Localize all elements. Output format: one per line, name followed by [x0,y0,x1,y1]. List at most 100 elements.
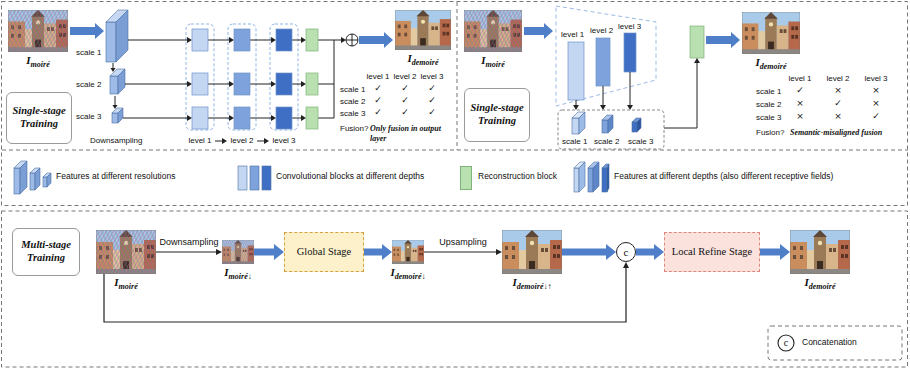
image-caption-slot: Imoiré [114,276,137,292]
symbol-letter: I [805,276,809,288]
connector-line [104,267,626,322]
concat-symbol-text: c [784,337,788,348]
circle-text: c [624,247,629,258]
table-row-head: scale 2 [340,97,365,106]
label-slot: ✓ [401,84,409,93]
connector [760,244,790,260]
symbol-letter: I [408,52,412,64]
label-slot: level 2 [230,136,253,145]
label-slot: × [872,99,880,108]
legend-samples [14,161,609,194]
table-cell: ✓ [401,107,409,117]
label-slot: scale 1 [76,48,101,57]
image-caption: Idemoiré↓ [391,266,426,278]
table-row-head: scale 3 [756,113,781,122]
image-caption-slot: Idemoiré↓ [391,266,426,282]
image-node: Idemoiré [395,10,451,50]
table-header: level 1 [788,74,811,83]
scale-label: scale 1 [562,137,587,146]
table-cell: ✓ [428,107,436,117]
table-cell: ✓ [428,83,436,93]
level-label: level 3 [272,136,295,145]
scale-label: scale 2 [76,80,101,89]
label-slot: ✓ [374,96,382,105]
table-row-head: Fusion? [340,124,368,133]
scene-photo [742,12,800,54]
image-caption-slot: Idemoiré [408,52,439,68]
connector-line [156,251,217,252]
label-slot: × [796,112,804,121]
image-node: Idemoiré [790,230,850,274]
subscript: demoiré↓ [395,272,426,281]
table-header: level 3 [420,72,443,81]
arrowhead [606,244,616,260]
label-slot: scale 3 [628,137,653,146]
level-label: level 3 [618,22,641,31]
subscript: demoiré [760,62,787,71]
row-lines [123,40,342,141]
table-row-head: scale 3 [340,109,365,118]
label-slot: Fusion? [340,124,368,133]
arrowhead [274,244,284,260]
legend-text: Concatenation [802,337,857,347]
image-node: Imoiré [96,230,156,274]
table-row-head: scale 1 [756,87,781,96]
label-slot: ✓ [834,99,842,108]
subscript: moiré↓ [229,272,252,281]
legend-slot: Convolutional blocks at different depths [276,172,424,182]
table-cell: ✓ [374,95,382,105]
label-slot: scale 2 [756,100,781,109]
label-slot: ✓ [428,84,436,93]
image-node: Idemoiré↓↑ [502,230,562,274]
arrowhead [382,244,392,260]
legend-slot: Reconstruction block [478,172,557,182]
connector [424,249,502,255]
stage-box: Global Stage [284,232,364,272]
image-caption: Imoiré↓ [224,266,251,278]
label-slot: ✓ [401,96,409,105]
box-text: Multi-stage Training [17,239,75,264]
label-slot: × [796,99,804,108]
fusion-note: Semantic-misaligned fusion [790,128,882,137]
box-text: Global Stage [297,246,352,259]
connector [156,249,222,255]
feature-slabs [572,112,641,134]
label-slot: level 1 [188,136,211,145]
image-caption-slot: Imoiré [26,54,49,70]
stage-box: Single-stage Training [6,92,72,144]
legend-slot: Features at different depths (also diffe… [614,172,833,182]
connector-line [562,249,607,256]
image-node: Imoiré [464,10,522,52]
connector [254,244,284,260]
scene-photo [502,230,562,274]
box-text: Single-stage Training [469,102,525,127]
stage-box: Single-stage Training [464,88,530,142]
connector-line [254,249,275,256]
scale-label: scale 3 [628,137,653,146]
image-caption: Idemoiré [756,56,787,68]
label-slot: ✓ [374,108,382,117]
image-node: Idemoiré [742,12,800,54]
image-node: Imoiré↓ [222,240,254,264]
scene-photo [8,10,68,52]
legend-text: Features at different depths (also diffe… [614,171,833,181]
label-slot: × [834,112,842,121]
image-caption: Idemoiré [805,276,836,288]
image-caption-slot: Idemoiré [756,56,787,72]
scene-photo [392,240,424,264]
label-slot: ✓ [401,108,409,117]
downsampling-stack [106,10,128,123]
stage-box: Multi-stage Training [12,228,80,276]
subscript: demoiré [809,282,836,291]
table-cell: × [796,111,804,121]
label-slot: ✓ [428,108,436,117]
scene-photo [222,240,254,264]
step-label: Downsampling [90,136,142,145]
subscript: moiré [119,282,138,291]
table-cell: ✓ [834,98,842,108]
